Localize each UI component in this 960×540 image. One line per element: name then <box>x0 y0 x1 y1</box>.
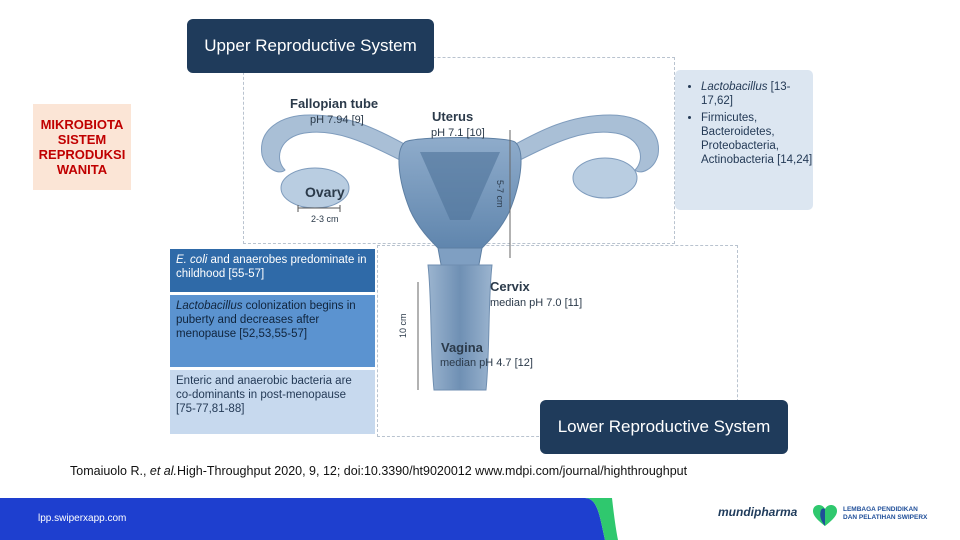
upper-system-header: Upper Reproductive System <box>187 19 434 73</box>
uterus-ph-label: pH 7.1 [10] <box>431 127 485 139</box>
title-line-2: SISTEM <box>57 132 107 147</box>
fallopian-ph-label: pH 7.94 [9] <box>310 114 364 126</box>
vagina-shape <box>427 264 493 391</box>
childhood-box: E. coli and anaerobes predominate in chi… <box>170 249 375 292</box>
footer-url[interactable]: lpp.swiperxapp.com <box>38 513 127 524</box>
title-line-4: WANITA <box>56 162 108 177</box>
left-fallopian-tube <box>261 114 416 173</box>
lower-system-header: Lower Reproductive System <box>540 400 788 454</box>
uterus-label: Uterus <box>432 109 474 124</box>
title-line-1: MIKROBIOTA <box>40 117 124 132</box>
upper-bacteria-item-1: Lactobacillus [13-17,62] <box>701 80 813 108</box>
vagina-ph-label: median pH 4.7 [12] <box>440 357 533 369</box>
cervix-label: Cervix <box>490 279 530 294</box>
fallopian-tube-label: Fallopian tube <box>290 96 379 111</box>
right-ovary <box>572 157 638 199</box>
vagina-label: Vagina <box>441 340 483 355</box>
swiperx-logo-text: LEMBAGA PENDIDIKAN DAN PELATIHAN SWIPERX <box>843 506 928 521</box>
upper-bacteria-box: Lactobacillus [13-17,62] Firmicutes, Bac… <box>675 70 813 210</box>
swiperx-heart-icon <box>813 505 837 526</box>
ovary-size-label: 2-3 cm <box>311 214 339 224</box>
uterus-cavity <box>420 152 500 220</box>
upper-bacteria-item-2: Firmicutes, Bacteroidetes, Proteobacteri… <box>701 111 813 167</box>
post-menopause-box: Enteric and anaerobic bacteria are co-do… <box>170 370 375 434</box>
cervix-ph-label: median pH 7.0 [11] <box>490 297 583 309</box>
puberty-box: Lactobacillus colonization begins in pub… <box>170 295 375 367</box>
uterus-size-label: 5-7 cm <box>495 180 505 208</box>
vagina-size-label: 10 cm <box>398 313 408 338</box>
title-line-3: REPRODUKSI <box>38 147 126 162</box>
reproductive-anatomy-illustration <box>261 114 659 391</box>
ovary-label: Ovary <box>305 184 345 200</box>
right-fallopian-tube <box>504 114 659 173</box>
footer-bar <box>0 498 618 540</box>
topic-title-box: MIKROBIOTA SISTEM REPRODUKSI WANITA <box>33 104 131 190</box>
source-citation: Tomaiuolo R., et al.High-Throughput 2020… <box>70 464 688 478</box>
mundipharma-logo: mundipharma <box>718 505 798 519</box>
